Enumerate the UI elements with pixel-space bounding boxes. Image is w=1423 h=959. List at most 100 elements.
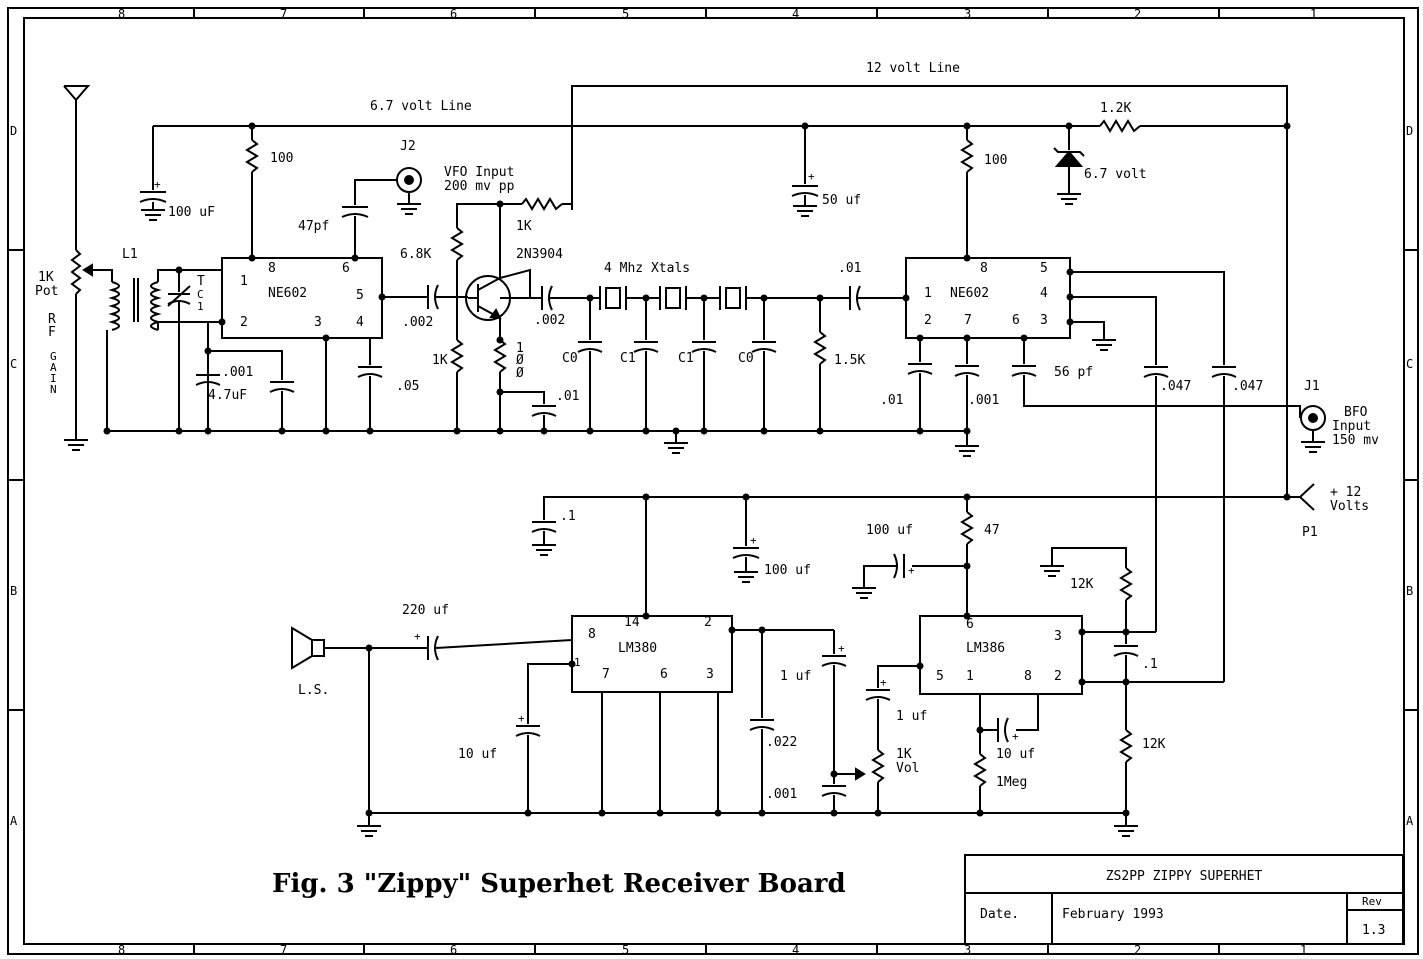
col-label-top-7: 7 bbox=[280, 7, 287, 21]
inner-border bbox=[23, 17, 1405, 945]
col-label-top-5: 5 bbox=[622, 7, 629, 21]
label-c0-b: C0 bbox=[738, 351, 754, 366]
wiring-ic2-right bbox=[1070, 271, 1225, 365]
col-label-bottom-1: 1 bbox=[1300, 943, 1307, 957]
junction-dots bbox=[103, 122, 1291, 817]
label-1k-collector: 1K bbox=[516, 219, 532, 234]
lm380-pin-14: 14 bbox=[624, 615, 640, 630]
label-1-a: .1 bbox=[560, 509, 576, 524]
ic1-pin-6: 6 bbox=[342, 261, 350, 276]
title-block-title: ZS2PP ZIPPY SUPERHET bbox=[1106, 869, 1263, 884]
col-label-bottom-3: 3 bbox=[964, 943, 971, 957]
label-10uf-a: 10 uf bbox=[458, 747, 497, 762]
col-label-top-3: 3 bbox=[964, 7, 971, 21]
capacitor-10uf-a bbox=[515, 725, 541, 813]
ic-lm380-name: LM380 bbox=[618, 641, 657, 656]
label-4mhz-xtals: 4 Mhz Xtals bbox=[604, 261, 690, 276]
col-label-bottom-2: 2 bbox=[1134, 943, 1141, 957]
figure-caption: Fig. 3 "Zippy" Superhet Receiver Board bbox=[272, 869, 846, 899]
label-1-b: .1 bbox=[1142, 657, 1158, 672]
ic-lm386 bbox=[919, 615, 1083, 695]
resistor-12k-a bbox=[1040, 547, 1133, 644]
speaker-icon bbox=[291, 626, 370, 813]
ic2-pin-6: 6 bbox=[1012, 313, 1020, 328]
resistor-1k-collector bbox=[500, 197, 573, 211]
rail-12v-audio bbox=[543, 496, 1287, 520]
connector-j2 bbox=[396, 167, 422, 215]
row-label-right-d: D bbox=[1406, 124, 1413, 138]
label-tc-t: T bbox=[197, 274, 205, 289]
lm386-pin-2: 2 bbox=[1054, 669, 1062, 684]
label-022: .022 bbox=[766, 735, 797, 750]
xtal-shunt-caps bbox=[577, 298, 777, 431]
lm386-pin-6: 6 bbox=[966, 617, 974, 632]
capacitor-01-b bbox=[849, 285, 906, 311]
label-vol-1k: 1K bbox=[896, 747, 912, 762]
label-ls: L.S. bbox=[298, 683, 329, 698]
trimmer-tc1 bbox=[167, 270, 191, 431]
antenna-icon bbox=[63, 85, 91, 250]
label-50uf: 50 uf bbox=[822, 193, 861, 208]
label-tc-1: 1 bbox=[197, 300, 204, 313]
ic1-pin-4: 4 bbox=[356, 315, 364, 330]
label-12k-b: 12K bbox=[1142, 737, 1166, 752]
resistor-100-b bbox=[960, 126, 974, 258]
col-label-bottom-4: 4 bbox=[792, 943, 799, 957]
label-100-a: 100 bbox=[270, 151, 293, 166]
col-label-bottom-7: 7 bbox=[280, 943, 287, 957]
label-bfo-input: Input bbox=[1332, 419, 1371, 434]
label-01-b: .01 bbox=[838, 261, 861, 276]
label-01-a: .01 bbox=[556, 389, 579, 404]
plus-sign: + bbox=[908, 564, 915, 577]
label-bfo-level: 150 mv bbox=[1332, 433, 1379, 448]
label-1meg: 1Meg bbox=[996, 775, 1027, 790]
label-001-b: .001 bbox=[968, 393, 999, 408]
row-label-left-b: B bbox=[10, 584, 17, 598]
title-block-rev-value: 1.3 bbox=[1362, 923, 1385, 938]
label-2n3904: 2N3904 bbox=[516, 247, 563, 262]
resistor-10 bbox=[493, 339, 545, 431]
col-label-top-4: 4 bbox=[792, 7, 799, 21]
capacitor-01-c bbox=[907, 338, 933, 431]
label-47pf: 47pf bbox=[298, 219, 329, 234]
label-1k-bias: 1K bbox=[432, 353, 448, 368]
ic2-pin-7: 7 bbox=[964, 313, 972, 328]
label-1k2: 1.2K bbox=[1100, 101, 1131, 116]
label-p1: P1 bbox=[1302, 525, 1318, 540]
capacitor-05 bbox=[357, 366, 383, 431]
label-j2: J2 bbox=[400, 139, 416, 154]
lm380-pin-6: 6 bbox=[660, 667, 668, 682]
capacitor-4u7 bbox=[269, 381, 295, 431]
lm386-pin-8: 8 bbox=[1024, 669, 1032, 684]
ic-ne602-1-name: NE602 bbox=[268, 286, 307, 301]
label-12k-a: 12K bbox=[1070, 577, 1094, 592]
capacitor-100uf-b bbox=[732, 497, 760, 583]
label-c1-a: C1 bbox=[620, 351, 636, 366]
label-100uf-c: 100 uf bbox=[866, 523, 913, 538]
label-100uf: 100 uF bbox=[168, 205, 215, 220]
label-001-c: .001 bbox=[766, 787, 797, 802]
transformer-l1 bbox=[106, 269, 222, 431]
capacitor-001-a bbox=[195, 374, 221, 431]
ic2-pin-3: 3 bbox=[1040, 313, 1048, 328]
label-047-b: .047 bbox=[1232, 379, 1263, 394]
lm380-pin-2: 2 bbox=[704, 615, 712, 630]
capacitor-047-b bbox=[1211, 366, 1237, 682]
capacitor-01-a bbox=[531, 405, 557, 431]
title-block bbox=[964, 854, 1404, 945]
resistor-1meg bbox=[973, 753, 987, 813]
lm386-pin-3: 3 bbox=[1054, 629, 1062, 644]
transistor-2n3904 bbox=[465, 204, 542, 340]
row-label-right-b: B bbox=[1406, 584, 1413, 598]
label-10-2: Ø bbox=[516, 353, 524, 368]
plus-sign: + bbox=[838, 642, 845, 655]
wiring-lm380 bbox=[527, 497, 834, 813]
label-1uf-b: 1 uf bbox=[896, 709, 927, 724]
label-05: .05 bbox=[396, 379, 419, 394]
label-47: 47 bbox=[984, 523, 1000, 538]
plus-sign: + bbox=[518, 712, 525, 725]
label-vol: Vol bbox=[896, 761, 919, 776]
col-label-bottom-8: 8 bbox=[118, 943, 125, 957]
ground-icon bbox=[357, 813, 381, 837]
